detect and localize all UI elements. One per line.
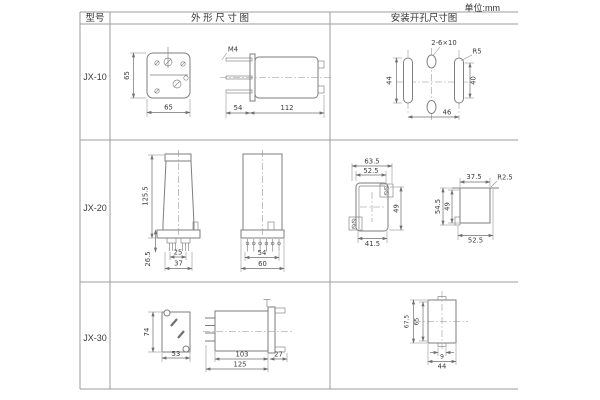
dim-label: 125.5 — [142, 186, 150, 205]
dim-label: 25 — [174, 249, 183, 257]
slot-hole — [403, 57, 413, 104]
jx30-front-view: 74 53 — [143, 309, 191, 362]
dim-label: 46 — [443, 109, 452, 117]
hatch-mark — [170, 318, 178, 327]
mount-plate — [267, 306, 276, 354]
dim-label: 125 — [234, 361, 247, 369]
mount-hole — [163, 57, 173, 67]
radius-label: R2.5 — [497, 174, 513, 182]
dim-label: 49 — [444, 202, 452, 211]
model-jx10: JX-10 — [83, 72, 107, 82]
jx30-side-view: 103 27 125 — [203, 299, 293, 372]
oval-hole — [426, 100, 437, 114]
terminal — [317, 85, 325, 94]
hatch-mark — [177, 330, 185, 339]
dim-label: 67.5 — [404, 315, 411, 329]
model-jx20: JX-20 — [83, 203, 107, 213]
jx10-bottom-view: 65 65 — [123, 47, 191, 117]
dim-label: 112 — [281, 104, 294, 112]
dim-label: 52.5 — [468, 237, 483, 245]
dim-label: 54 — [258, 249, 267, 257]
pin — [225, 57, 253, 62]
tab — [274, 346, 286, 353]
jx30-cutout: 67.5 65 9 44 — [404, 291, 468, 371]
relay-cap — [164, 153, 192, 162]
dim-label: 49 — [393, 204, 401, 213]
jx10-mounting-holes: 2-6×10 R5 44 40 46 — [386, 39, 482, 120]
slot-spec-label: 2-6×10 — [431, 39, 456, 47]
dim-label: 74 — [143, 328, 151, 337]
relay-body — [214, 310, 269, 352]
dim-label: 40 — [470, 76, 478, 85]
step-notch — [454, 216, 461, 226]
cutout-outline — [459, 187, 491, 224]
relay-body — [161, 311, 191, 353]
pin-hole — [154, 88, 160, 94]
jx10-base-plate — [146, 52, 191, 99]
header-install-hole-dimensions: 安装开孔尺寸图 — [390, 13, 458, 24]
tab — [274, 307, 286, 314]
pin-row — [245, 239, 281, 252]
dim-label: 37 — [174, 260, 183, 268]
dim-label: 41.5 — [365, 240, 380, 248]
screw-tab — [379, 183, 394, 198]
dim-label: 52.5 — [363, 167, 378, 175]
jx20-cutout-bracket: 63.5 52.5 49 41.5 — [348, 158, 404, 248]
header-outline-dimensions: 外 形 尺 寸 图 — [190, 13, 250, 24]
dim-label: 65 — [123, 71, 131, 80]
dim-label: 44 — [386, 76, 394, 85]
dim-label: 53 — [172, 350, 181, 358]
corner-hole — [182, 345, 190, 353]
dim-label: 26.5 — [144, 251, 152, 266]
pin-block — [180, 237, 191, 244]
cutout-outline — [355, 182, 389, 232]
dim-label: 9 — [440, 354, 444, 361]
dim-label: 54.5 — [434, 199, 442, 214]
jx20-cutout-panel: 37.5 R2.5 54.5 49 52.5 — [434, 173, 513, 245]
unit-label: 单位:mm — [464, 3, 501, 13]
table-grid — [79, 11, 518, 390]
pin-hole — [180, 61, 186, 67]
radius-label: R5 — [472, 48, 481, 56]
dim-label: 60 — [258, 260, 267, 268]
jx10-side-view: M4 54 112 — [220, 46, 332, 118]
jx20-side-view: 54 60 — [240, 150, 285, 272]
screw-tab — [348, 216, 363, 231]
terminal — [317, 60, 325, 69]
pin-block — [166, 237, 177, 244]
dim-label: 37.5 — [466, 173, 481, 181]
dim-label: 65 — [414, 318, 421, 326]
mount-hole — [172, 79, 182, 89]
slot-hole — [454, 57, 464, 104]
dim-label: 103 — [236, 351, 249, 359]
dim-label: 44 — [438, 363, 447, 371]
pin-hole — [183, 75, 189, 81]
dim-label: 63.5 — [364, 158, 379, 166]
pin-hole — [154, 60, 160, 66]
screw-detail — [267, 221, 275, 231]
dim-label: 27 — [274, 351, 283, 359]
jx20-front-view: 125.5 26.5 25 37 — [142, 150, 201, 271]
header-model: 型号 — [85, 13, 105, 24]
dim-label: 65 — [164, 104, 173, 112]
thread-label: M4 — [228, 46, 238, 54]
model-jx30: JX-30 — [83, 333, 107, 343]
corner-hole — [163, 309, 171, 317]
screw-detail — [192, 221, 199, 231]
oval-hole — [426, 54, 437, 69]
dim-label: 54 — [234, 104, 243, 112]
pin — [225, 89, 253, 94]
